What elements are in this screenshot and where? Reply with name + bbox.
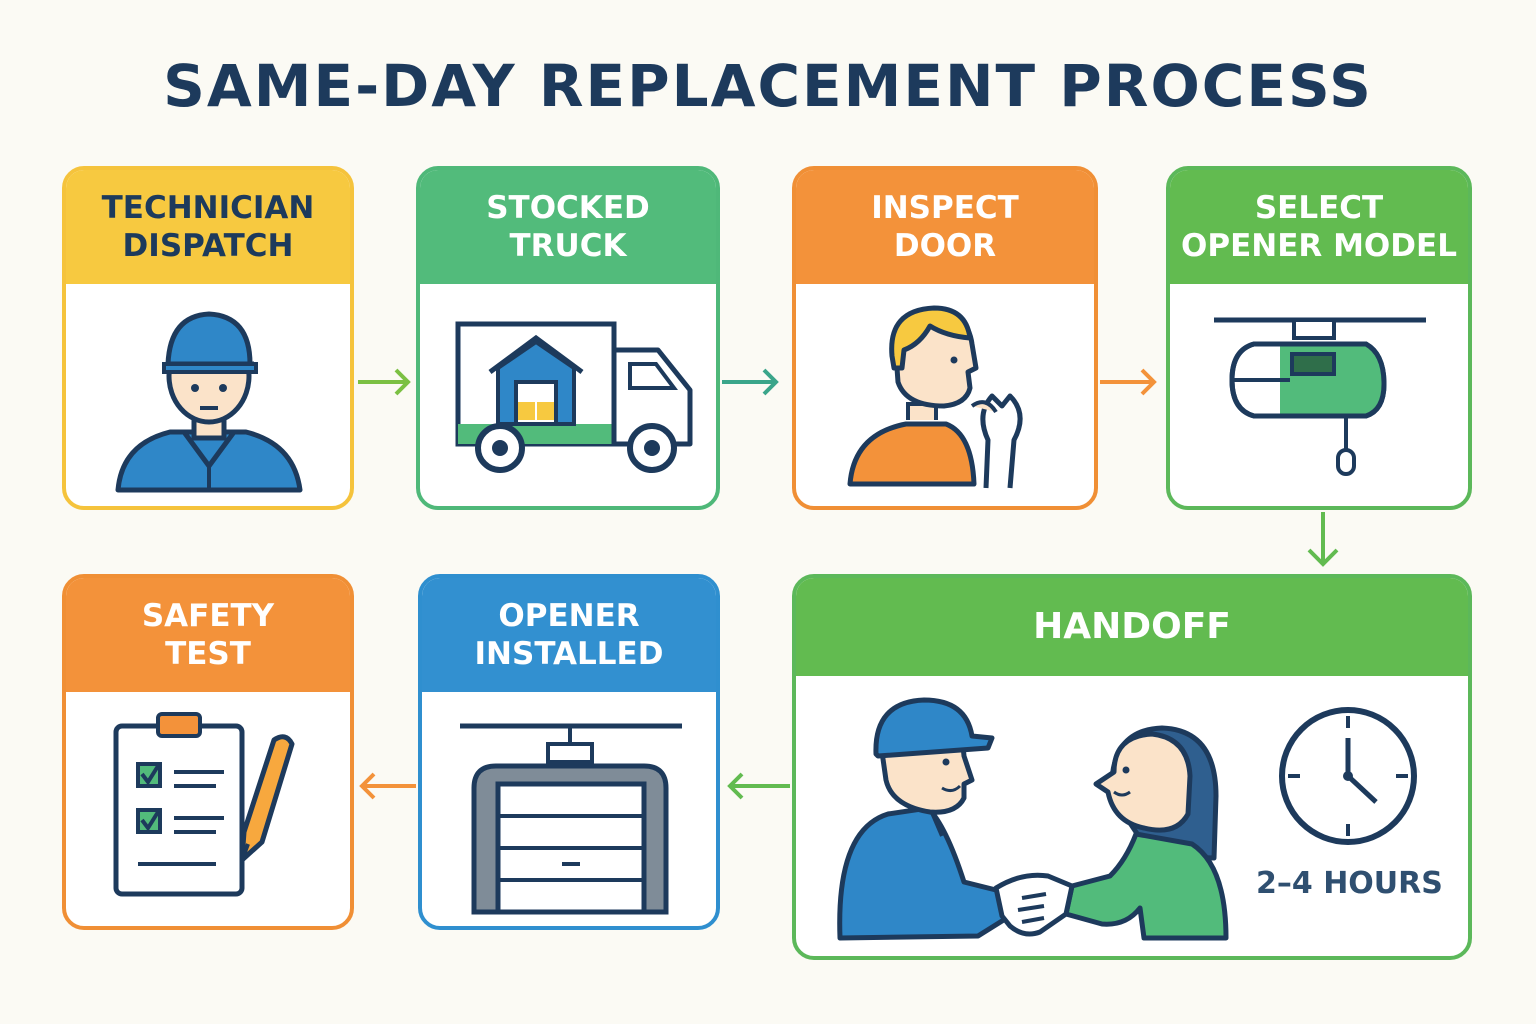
step-header: OPENER INSTALLED [422, 578, 716, 692]
step-label-line1: OPENER [498, 598, 640, 634]
step-label-line2: DOOR [893, 228, 997, 264]
garage-opener-icon [1214, 317, 1426, 476]
step-header: INSPECT DOOR [796, 170, 1094, 284]
arrow-right-icon [358, 368, 411, 396]
page-title: SAME-DAY REPLACEMENT PROCESS [163, 52, 1373, 120]
handshake-icon [837, 697, 1417, 941]
step-stocked-truck: STOCKED TRUCK [416, 166, 720, 510]
truck-icon [455, 321, 693, 473]
arrow-down-icon [1307, 512, 1339, 567]
step-label-line2: INSTALLED [474, 636, 664, 672]
step-header: SAFETY TEST [66, 578, 350, 692]
arrow-right-icon [1100, 368, 1157, 396]
step-technician-dispatch: TECHNICIAN DISPATCH [62, 166, 354, 510]
inspect-person-icon [847, 305, 1023, 489]
garage-door-icon [460, 723, 682, 915]
step-label-line1: INSPECT [871, 190, 1019, 226]
step-safety-test: SAFETY TEST [62, 574, 354, 930]
step-inspect-door: INSPECT DOOR [792, 166, 1098, 510]
step-label-line1: SAFETY [141, 598, 275, 634]
step-label-line2: OPENER MODEL [1181, 228, 1457, 264]
technician-icon [115, 311, 303, 493]
step-label-line1: STOCKED [486, 190, 650, 226]
step-label: HANDOFF [1033, 606, 1231, 647]
step-header: HANDOFF [796, 578, 1468, 676]
step-handoff: HANDOFF [792, 574, 1472, 960]
step-header: TECHNICIAN DISPATCH [66, 170, 350, 284]
step-label-line2: DISPATCH [122, 228, 294, 264]
step-header: SELECT OPENER MODEL [1170, 170, 1468, 284]
arrow-right-icon [722, 368, 779, 396]
step-opener-installed: OPENER INSTALLED [418, 574, 720, 930]
checklist-icon [113, 712, 295, 897]
step-label-line2: TEST [165, 636, 251, 672]
arrow-left-icon [359, 772, 416, 800]
step-label-line1: SELECT [1254, 190, 1384, 226]
duration-label: 2–4 HOURS [1256, 866, 1443, 901]
step-header: STOCKED TRUCK [420, 170, 716, 284]
arrow-left-icon [727, 772, 790, 800]
step-label-line2: TRUCK [509, 228, 627, 264]
step-label-line1: TECHNICIAN [101, 190, 315, 226]
step-select-opener-model: SELECT OPENER MODEL [1166, 166, 1472, 510]
